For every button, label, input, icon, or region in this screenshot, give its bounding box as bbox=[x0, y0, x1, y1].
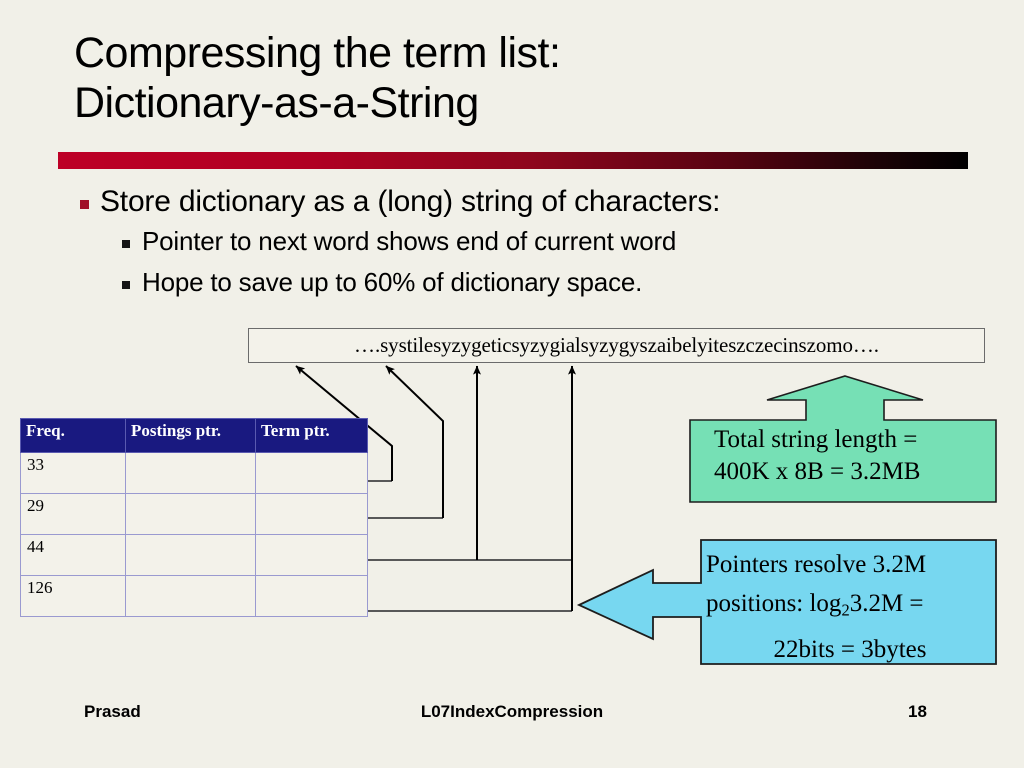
footer-lecture-title: L07IndexCompression bbox=[420, 702, 604, 721]
up-arrow-callout-shape bbox=[689, 375, 997, 503]
cell-postings-ptr bbox=[125, 534, 256, 576]
callout-green-line-1: Total string length = bbox=[714, 426, 918, 453]
dictionary-string-text: ….systilesyzygeticsyzygialsyzygyszaibely… bbox=[354, 333, 879, 357]
bullet-level1-item: Store dictionary as a (long) string of c… bbox=[76, 182, 986, 221]
table-row: 126 bbox=[20, 575, 368, 617]
table-header-postings-ptr: Postings ptr. bbox=[125, 418, 256, 453]
bullet-level1-label: Store dictionary as a (long) string of c… bbox=[100, 185, 721, 218]
bullet-level2-label: Hope to save up to 60% of dictionary spa… bbox=[142, 267, 643, 297]
title-divider-bar bbox=[58, 152, 968, 169]
cell-freq: 44 bbox=[20, 534, 126, 576]
bullet-level2-label: Pointer to next word shows end of curren… bbox=[142, 226, 677, 256]
callout-green-text: Total string length = 400K x 8B = 3.2MB bbox=[700, 424, 992, 488]
cell-postings-ptr bbox=[125, 575, 256, 617]
table-header-term-ptr: Term ptr. bbox=[255, 418, 368, 453]
cell-term-ptr bbox=[255, 534, 368, 576]
page-title-line-2: Dictionary-as-a-String bbox=[74, 79, 479, 127]
bullet-square-icon bbox=[122, 240, 130, 248]
dictionary-string-box: ….systilesyzygeticsyzygialsyzygyszaibely… bbox=[248, 328, 985, 363]
cell-term-ptr bbox=[255, 575, 368, 617]
bullet-level2-item: Hope to save up to 60% of dictionary spa… bbox=[76, 262, 986, 303]
footer-author: Prasad bbox=[84, 702, 141, 721]
callout-green-line-2: 400K x 8B = 3.2MB bbox=[714, 458, 921, 485]
callout-total-string-length: Total string length = 400K x 8B = 3.2MB bbox=[688, 374, 998, 506]
page-title-line-1: Compressing the term list: bbox=[74, 29, 561, 77]
cell-postings-ptr bbox=[125, 493, 256, 535]
table-header-row: Freq. Postings ptr. Term ptr. bbox=[20, 418, 368, 453]
table-row: 33 bbox=[20, 452, 368, 494]
callout-blue-line-2b: 3.2M = bbox=[849, 590, 924, 617]
callout-blue-line-2-sub: 2 bbox=[841, 600, 850, 620]
callout-blue-text: Pointers resolve 3.2M positions: log23.2… bbox=[706, 545, 994, 669]
table-row: 29 bbox=[20, 493, 368, 535]
slide-footer: Prasad L07IndexCompression 18 bbox=[0, 702, 1024, 732]
callout-blue-line-1: Pointers resolve 3.2M bbox=[706, 551, 927, 578]
page-title: Compressing the term list: Dictionary-as… bbox=[74, 28, 974, 128]
cell-freq: 126 bbox=[20, 575, 126, 617]
cell-term-ptr bbox=[255, 493, 368, 535]
cell-term-ptr bbox=[255, 452, 368, 494]
pointer-line-2 bbox=[385, 365, 444, 518]
callout-blue-line-2a: positions: log bbox=[706, 590, 842, 617]
callout-pointers-resolve: Pointers resolve 3.2M positions: log23.2… bbox=[574, 538, 998, 666]
bullet-list: Store dictionary as a (long) string of c… bbox=[76, 182, 986, 303]
bullet-square-icon bbox=[80, 200, 89, 209]
callout-blue-line-2: positions: log23.2M = bbox=[706, 584, 994, 630]
table-header-freq: Freq. bbox=[20, 418, 126, 453]
cell-postings-ptr bbox=[125, 452, 256, 494]
cell-freq: 29 bbox=[20, 493, 126, 535]
bullet-square-icon bbox=[122, 281, 130, 289]
left-arrow-callout-shape bbox=[576, 539, 997, 665]
cell-freq: 33 bbox=[20, 452, 126, 494]
bullet-level2-item: Pointer to next word shows end of curren… bbox=[76, 221, 986, 262]
pointer-table: Freq. Postings ptr. Term ptr. 33 29 44 bbox=[20, 418, 368, 617]
footer-page-number: 18 bbox=[908, 702, 927, 721]
callout-blue-line-3: 22bits = 3bytes bbox=[773, 635, 927, 663]
table-row: 44 bbox=[20, 534, 368, 576]
